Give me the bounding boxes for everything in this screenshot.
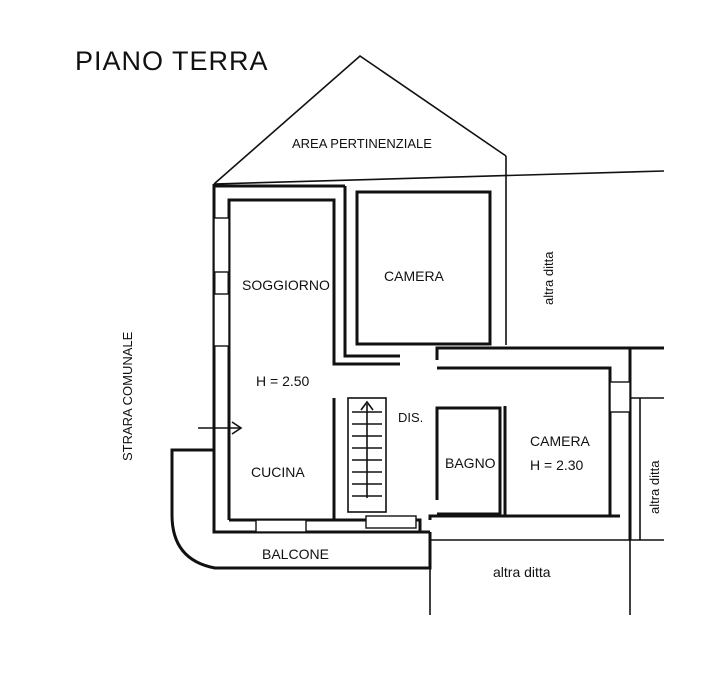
label-disimpegno: DIS.: [398, 410, 423, 425]
label-camera-right: CAMERA: [530, 433, 591, 449]
plan-title: PIANO TERRA: [75, 46, 269, 76]
balcone-outline: [170, 448, 432, 570]
label-camera-top: CAMERA: [384, 268, 445, 284]
label-altra-ditta-top: altra ditta: [541, 251, 556, 305]
window-bottom-2: [365, 515, 417, 529]
window-left-2: [213, 293, 230, 347]
label-soggiorno-height: H = 2.50: [256, 373, 310, 389]
camera-top-wall-2: [355, 190, 492, 346]
bagno-wall: [435, 406, 502, 516]
corridor-wall: [435, 346, 664, 360]
stair-block: [347, 397, 387, 513]
label-altra-ditta-right: altra ditta: [647, 460, 662, 514]
label-bagno: BAGNO: [445, 455, 496, 471]
label-altra-ditta-bottom: altra ditta: [493, 564, 551, 580]
property-boundary-line: [213, 170, 665, 185]
label-area-pertinenziale: AREA PERTINENZIALE: [292, 136, 432, 151]
label-strada: STRARA COMUNALE: [120, 331, 135, 461]
bottom-wall-right: [428, 514, 620, 520]
soggiorno-inner-bottom: [229, 398, 336, 522]
window-left-1: [213, 217, 230, 273]
label-balcone: BALCONE: [262, 546, 329, 562]
label-cucina: CUCINA: [251, 464, 305, 480]
area-pertinenziale-outline: [213, 54, 507, 185]
stair-arrow-head: [360, 400, 374, 411]
label-soggiorno: SOGGIORNO: [242, 277, 330, 293]
outer-wall: [212, 184, 430, 534]
camera-top-wall: [343, 186, 400, 358]
bottom-wall: [334, 518, 422, 532]
label-camera-right-height: H = 2.30: [530, 457, 584, 473]
entrance-arrow-head: [231, 421, 243, 435]
window-right-1: [609, 381, 631, 413]
window-bottom-1: [255, 519, 307, 533]
